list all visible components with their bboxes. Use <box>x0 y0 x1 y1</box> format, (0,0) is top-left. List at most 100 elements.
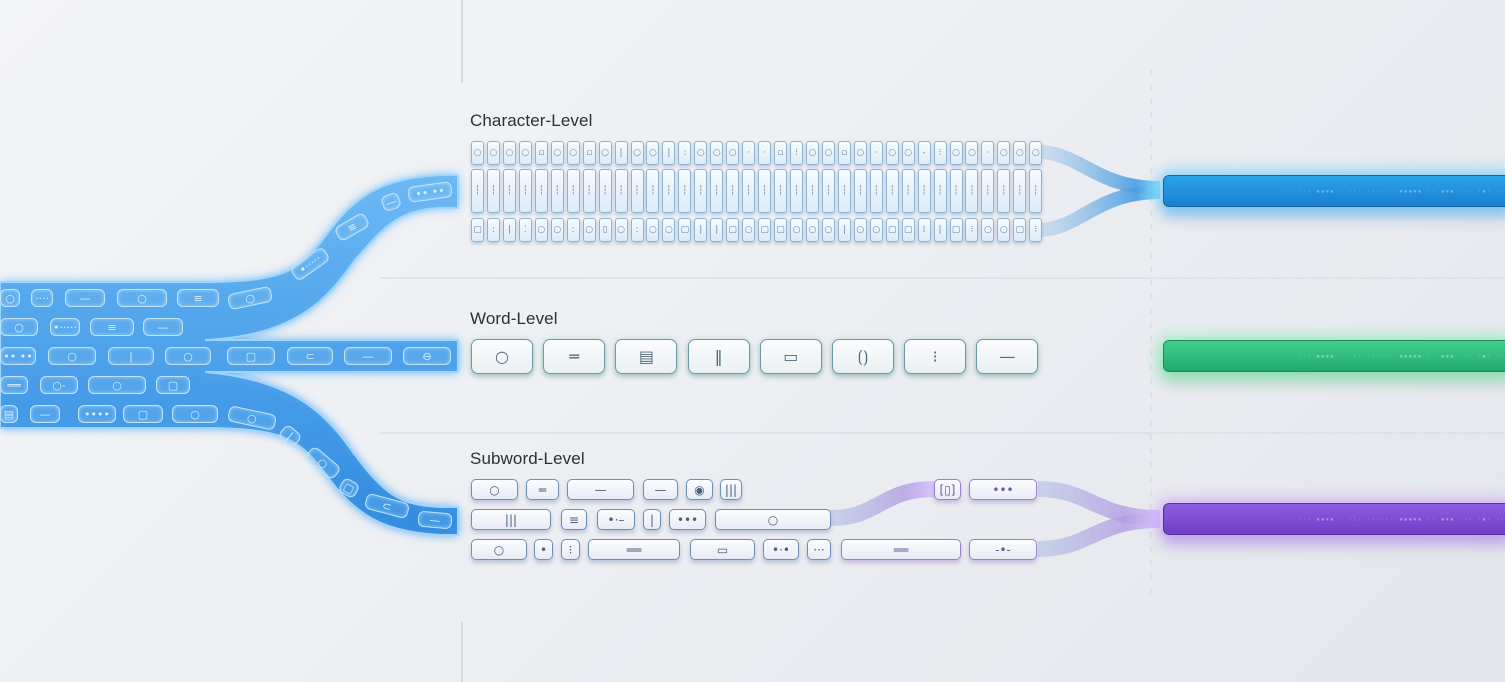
token-glyph: ○ <box>696 147 705 158</box>
token-glyph: ┆ <box>745 185 752 196</box>
character-token: ▫ <box>582 141 596 165</box>
character-token: ⁞ <box>917 218 931 242</box>
source-key: — <box>417 510 453 530</box>
source-key: ▢ <box>227 347 275 365</box>
character-token: ┆ <box>790 169 803 213</box>
character-token: · <box>869 141 883 165</box>
token-glyph: ○ <box>649 147 657 158</box>
token-glyph: ▢ <box>903 224 913 235</box>
character-token: ○ <box>566 141 580 165</box>
token-glyph: ▯ <box>602 224 608 235</box>
character-token: ┆ <box>837 169 851 213</box>
token-glyph: ○ <box>872 224 881 235</box>
token-glyph: ○ <box>664 224 673 235</box>
subword-token: -•- <box>969 539 1037 560</box>
token-glyph: : <box>635 224 639 235</box>
character-token: : <box>566 218 580 242</box>
token-glyph: ┆ <box>809 185 816 196</box>
token-glyph: ○ <box>493 542 505 557</box>
token-glyph: ┆ <box>985 185 991 196</box>
token-glyph: ○ <box>67 349 77 363</box>
character-token: ○ <box>901 141 915 165</box>
token-glyph: ┆ <box>1001 185 1007 196</box>
subword-token: — <box>567 479 634 500</box>
token-glyph: ▢ <box>951 224 961 235</box>
character-token: ▫ <box>774 141 788 165</box>
token-glyph: ···· <box>35 291 49 305</box>
token-glyph: ═ <box>569 346 579 366</box>
token-glyph: — <box>362 349 374 363</box>
subword-token: ▭ <box>690 539 755 560</box>
word-token: — <box>976 339 1039 374</box>
character-token: ┆ <box>678 169 692 213</box>
token-glyph: | <box>715 224 719 235</box>
token-glyph: ⟮⟯ <box>857 346 869 366</box>
subword-token: ⁝ <box>561 539 580 560</box>
token-glyph: ○ <box>999 147 1008 158</box>
token-glyph: | <box>667 147 671 158</box>
character-merge-connector <box>1037 145 1161 237</box>
word-token: ▭ <box>759 339 822 374</box>
token-glyph: ┆ <box>761 185 768 196</box>
character-token: ○ <box>821 218 835 242</box>
character-token: ┆ <box>758 169 772 213</box>
token-glyph: ○ <box>808 147 817 158</box>
character-token: ○ <box>821 141 835 165</box>
token-glyph: ⁝ <box>970 224 974 235</box>
token-glyph: ▤ <box>3 407 15 421</box>
token-glyph: [▯] <box>939 482 956 497</box>
token-glyph: ⁝ <box>1034 224 1038 235</box>
subword-token: ··· <box>807 539 831 560</box>
token-glyph: — <box>594 482 607 497</box>
character-token: ┆ <box>933 169 947 213</box>
token-glyph: ○ <box>14 320 24 334</box>
source-key: ⊖ <box>403 347 451 365</box>
token-glyph: ○ <box>243 290 257 306</box>
character-token: ○ <box>869 218 883 242</box>
token-glyph: — <box>157 320 169 334</box>
source-key: ○- <box>40 376 78 394</box>
token-glyph: ≡ <box>107 320 117 334</box>
character-token: ┆ <box>821 169 835 213</box>
subword-token: • <box>534 539 553 560</box>
character-token: ○ <box>486 141 500 165</box>
token-glyph: ○ <box>112 378 122 392</box>
token-glyph: ○ <box>824 147 833 158</box>
token-glyph: ══ <box>893 542 909 557</box>
token-glyph: ══ <box>626 542 642 557</box>
character-token: · <box>742 141 756 165</box>
character-token: ○ <box>502 141 516 165</box>
token-glyph: ┆ <box>698 185 704 196</box>
subword-token: — <box>643 479 678 500</box>
word-token: ⁝ <box>904 339 967 374</box>
character-token: ▢ <box>885 218 899 242</box>
character-token: ┆ <box>630 169 644 213</box>
token-glyph: ‖ <box>714 346 723 366</box>
token-glyph: ▢ <box>137 407 149 421</box>
character-token: ┆ <box>869 169 883 213</box>
character-token: ┆ <box>805 169 819 213</box>
character-token: ┆ <box>997 169 1011 213</box>
token-glyph: ⁚ <box>523 224 527 235</box>
source-key: •• •• <box>0 347 36 365</box>
token-glyph: ┆ <box>905 185 911 196</box>
token-glyph: •• •• <box>414 183 446 201</box>
token-glyph: | <box>649 512 655 527</box>
token-glyph: · <box>763 147 767 158</box>
token-glyph: ┆ <box>953 185 959 196</box>
token-glyph: ○ <box>712 147 721 158</box>
token-glyph: — <box>999 346 1016 366</box>
token-glyph: ▢ <box>167 378 179 392</box>
subword-token: ••• <box>669 509 706 530</box>
token-glyph: - <box>922 147 926 158</box>
character-token: ┆ <box>885 169 899 213</box>
token-glyph: ┆ <box>969 185 975 196</box>
character-token: ┆ <box>853 169 867 213</box>
token-glyph: · <box>747 147 751 158</box>
subword-embedding-bar: ·· ··· ▪▪▪▪ · ·:· ······ ▪▪▪▪▪ ·· ▪▪▪ ··… <box>1163 503 1505 535</box>
character-token: ○ <box>646 141 660 165</box>
token-glyph: ||| <box>504 512 518 527</box>
token-glyph: ┆ <box>889 185 895 196</box>
character-token: ▢ <box>1013 218 1027 242</box>
